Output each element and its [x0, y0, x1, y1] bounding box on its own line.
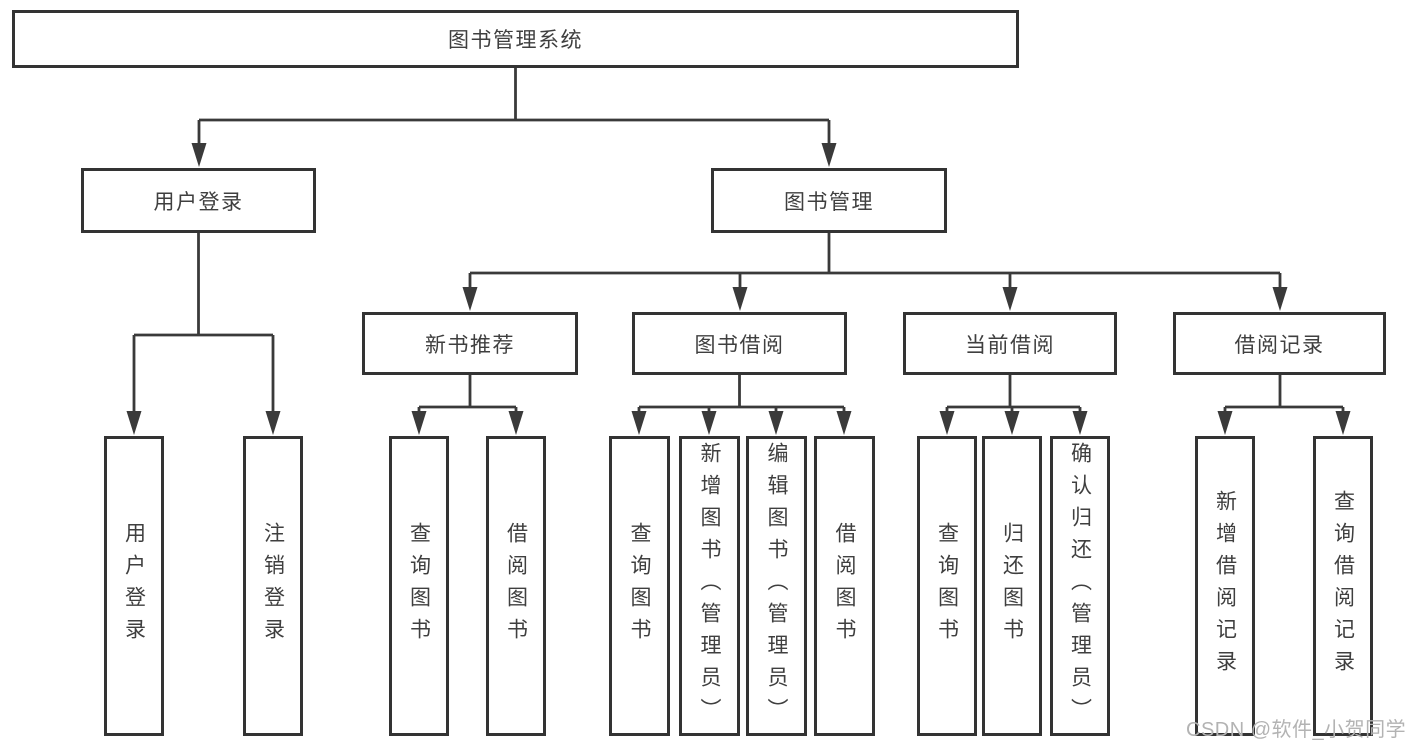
node-label: 当前借阅 [965, 333, 1055, 357]
node-label: 确认归还（管理员） [1068, 442, 1092, 730]
node-label: 编辑图书（管理员） [765, 442, 788, 730]
leaf-edit-book-admin: 编辑图书（管理员） [746, 436, 807, 736]
leaf-add-book-admin: 新增图书（管理员） [679, 436, 740, 736]
node-label: 新书推荐 [425, 333, 515, 357]
csdn-watermark: CSDN @软件_小贺同学 [1186, 719, 1405, 741]
node-label: 图书管理系统 [448, 29, 583, 52]
leaf-confirm-return-admin: 确认归还（管理员） [1050, 436, 1110, 736]
node-label: 查询图书 [935, 522, 959, 650]
leaf-query-books-recommend: 查询图书 [389, 436, 449, 736]
leaf-query-borrow-record: 查询借阅记录 [1313, 436, 1373, 736]
leaf-borrow-books: 借阅图书 [814, 436, 875, 736]
node-label: 用户登录 [153, 190, 244, 214]
node-book-borrowing: 图书借阅 [632, 312, 847, 375]
node-new-book-recommend: 新书推荐 [362, 312, 578, 375]
leaf-query-books-borrow: 查询图书 [609, 436, 670, 736]
node-user-login: 用户登录 [81, 168, 316, 233]
node-label: 图书借阅 [694, 333, 785, 357]
node-label: 借阅图书 [833, 522, 856, 650]
leaf-add-borrow-record: 新增借阅记录 [1195, 436, 1255, 736]
node-current-borrowing: 当前借阅 [903, 312, 1117, 375]
node-label: 借阅图书 [504, 522, 528, 650]
node-label: 新增借阅记录 [1213, 490, 1237, 682]
node-label: 借阅记录 [1234, 333, 1325, 357]
node-label: 查询图书 [407, 522, 431, 650]
node-label: 查询图书 [628, 522, 651, 650]
node-library-management-system: 图书管理系统 [12, 10, 1019, 68]
node-label: 用户登录 [122, 522, 146, 650]
leaf-borrow-books-recommend: 借阅图书 [486, 436, 546, 736]
node-label: 新增图书（管理员） [698, 442, 721, 730]
leaf-logout: 注销登录 [243, 436, 303, 736]
node-borrowing-records: 借阅记录 [1173, 312, 1386, 375]
leaf-user-login: 用户登录 [104, 436, 164, 736]
node-book-management: 图书管理 [711, 168, 947, 233]
arrowheads [126, 143, 1351, 435]
leaf-query-books-current: 查询图书 [917, 436, 977, 736]
node-label: 归还图书 [1000, 522, 1024, 650]
node-label: 注销登录 [261, 522, 285, 650]
node-label: 查询借阅记录 [1331, 490, 1355, 682]
node-label: 图书管理 [784, 190, 874, 214]
leaf-return-book: 归还图书 [982, 436, 1042, 736]
